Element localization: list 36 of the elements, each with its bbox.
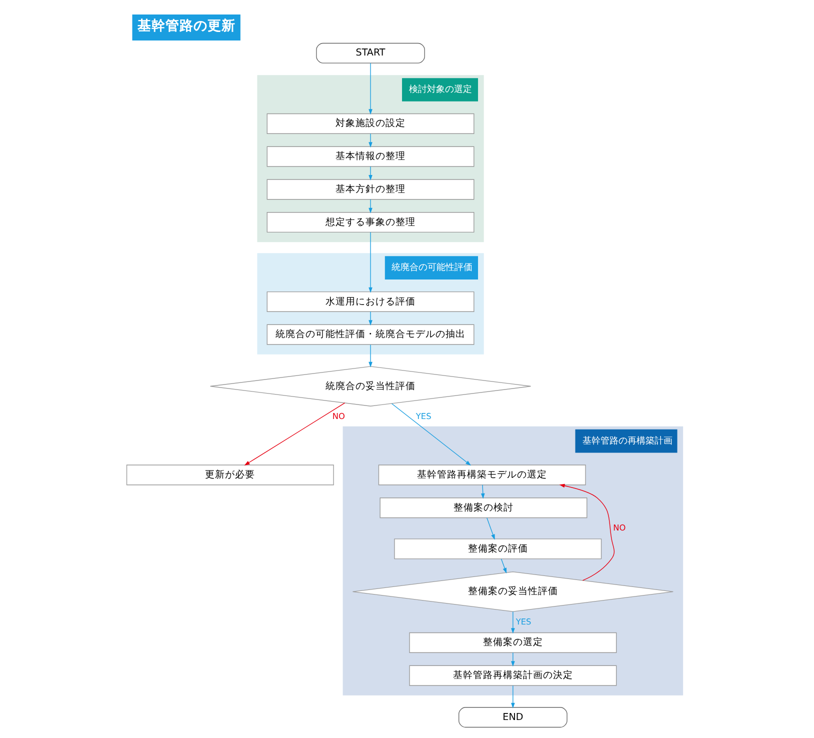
node-box: 対象施設の設定	[266, 112, 474, 134]
node-box: 想定する事象の整理	[266, 212, 474, 232]
node-box: 基本方針の整理	[266, 178, 474, 200]
arrow	[390, 402, 471, 466]
arrow	[510, 684, 514, 708]
node-box: 基本情報の整理	[266, 146, 474, 166]
arrow	[510, 610, 514, 634]
arrow	[558, 483, 614, 580]
edge-label: YES	[415, 410, 431, 420]
arrow	[368, 231, 372, 292]
arrow	[368, 166, 372, 180]
arrow	[486, 517, 494, 540]
edge-label: NO	[612, 522, 626, 532]
node-box: 基幹管路再構築計画の決定	[408, 664, 616, 686]
node-box: 水運用における評価	[266, 290, 474, 312]
arrow	[500, 558, 506, 573]
node-box: START	[316, 42, 424, 63]
arrow	[368, 132, 372, 148]
node-box: 更新が必要	[126, 464, 334, 485]
arrow	[368, 310, 372, 326]
arrow	[368, 62, 372, 114]
node-box: 整備案の選定	[408, 632, 616, 652]
node-box: 統廃合の可能性評価・統廃合モデルの抽出	[266, 324, 474, 344]
edge-label: YES	[515, 616, 531, 626]
arrow	[244, 402, 345, 465]
node-diamond: 統廃合の妥当性評価	[209, 366, 531, 406]
node-box: 整備案の検討	[379, 497, 587, 518]
node-diamond: 整備案の妥当性評価	[352, 570, 674, 612]
node-box: END	[458, 706, 567, 728]
arrow	[368, 198, 372, 213]
node-box: 整備案の評価	[394, 538, 602, 559]
edge-label: NO	[332, 410, 344, 420]
node-box: 基幹管路再構築モデルの選定	[378, 464, 586, 485]
arrow	[510, 652, 514, 666]
arrow	[368, 344, 372, 367]
diagram-title: 基幹管路の更新	[137, 18, 236, 34]
